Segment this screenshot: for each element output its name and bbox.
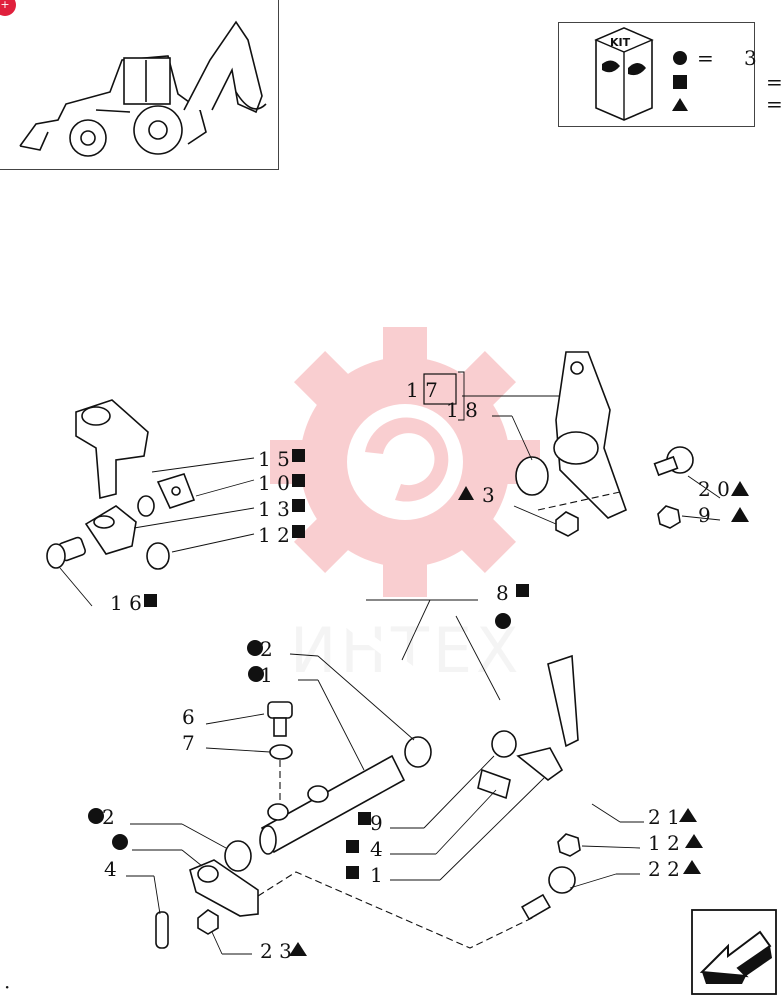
corner-badge: + [0,0,16,16]
circle-icon [247,640,263,656]
callout-23: 2 3 [260,939,292,963]
square-icon [516,584,529,597]
pin-part [477,768,511,800]
edge-mark: = [766,92,783,116]
triangle-icon [685,834,703,848]
washer-part [269,744,293,760]
triangle-icon [672,98,688,111]
kit-legend: = 3 = = [672,46,783,116]
callout-1b: 1 [370,863,383,887]
spacer-part [491,730,517,758]
callout-13: 1 3 [258,497,290,521]
callout-6: 6 [182,705,195,729]
nav-back-button[interactable] [691,909,777,995]
kit-legend-box [558,22,755,127]
callout-21: 2 1 [648,805,680,829]
callout-18: 1 8 [446,398,478,422]
bolt-part [267,701,293,737]
lever-arm-part [553,351,628,519]
kit-title: KIT [610,36,631,49]
callout-10: 1 0 [258,471,290,495]
ball-joint-part [521,866,576,921]
nut-part [197,909,219,935]
circle-icon [88,808,104,824]
callout-7: 7 [182,731,195,755]
kit-logo-cube: KIT [594,27,654,121]
assembly-path [257,871,537,949]
clevis-part [516,747,564,782]
callout-9b: 9 [370,811,383,835]
square-icon [673,75,687,89]
square-icon [346,866,359,879]
callout-15: 1 5 [258,447,290,471]
callout-1: 1 [260,663,273,687]
callout-12b: 1 2 [648,831,680,855]
circle-icon [112,834,128,850]
triangle-icon [289,942,307,956]
backhoe-loader-thumbnail [19,20,267,157]
thumbnail-frame [0,0,279,170]
legend-value: 3 [744,46,757,70]
callout-20: 2 0 [698,477,730,501]
callout-8: 8 [496,581,509,605]
circle-icon [248,666,264,682]
callout-17: 1 7 [406,378,438,402]
callout-2b: 2 [102,805,115,829]
square-icon [292,499,305,512]
arrow-back-icon [699,930,772,984]
callout-9: 9 [698,503,711,527]
square-icon [144,594,157,607]
circle-icon [673,51,687,65]
spacer-part [224,840,252,872]
nut-part [557,833,581,857]
watermark-gear: ИНТЕХ [270,327,540,687]
square-icon [292,449,305,462]
triangle-icon [731,507,749,522]
bracket-part [75,399,149,500]
bushing-part [515,456,549,496]
square-icon [346,840,359,853]
legend-equals: = [697,46,714,70]
square-icon [292,525,305,538]
callout-16: 1 6 [110,591,142,615]
callout-3: 3 [482,483,495,507]
corner-dot: · [4,975,10,999]
callout-22: 2 2 [648,857,680,881]
nut-part [555,511,579,537]
leader-lines [59,371,721,955]
rod-lever-part [547,654,579,748]
square-icon [292,474,305,487]
edge-mark: = [766,70,783,94]
spacer-part [404,736,432,768]
clevis-part [189,859,259,917]
roll-pin-part [155,911,169,949]
triangle-icon [731,481,749,496]
pin-part [46,536,87,569]
circle-icon [495,613,511,629]
ball-joint-part [653,446,694,477]
clevis-part [84,505,137,555]
triangle-icon [458,486,474,500]
callout-labels: 1 7 1 8 3 1 5 1 0 1 3 1 2 1 6 2 0 9 8 2 … [88,373,749,963]
callout-12: 1 2 [258,523,290,547]
washer-part [137,495,155,517]
callout-4b: 4 [370,837,383,861]
triangle-icon [679,808,697,822]
callout-4: 4 [104,857,117,881]
shaft-part [259,754,406,855]
nut-part [657,505,681,529]
callout-2: 2 [260,637,273,661]
watermark-text: ИНТЕХ [290,614,523,687]
square-icon [358,812,371,825]
triangle-icon [683,860,701,874]
spacer-part [146,542,170,570]
